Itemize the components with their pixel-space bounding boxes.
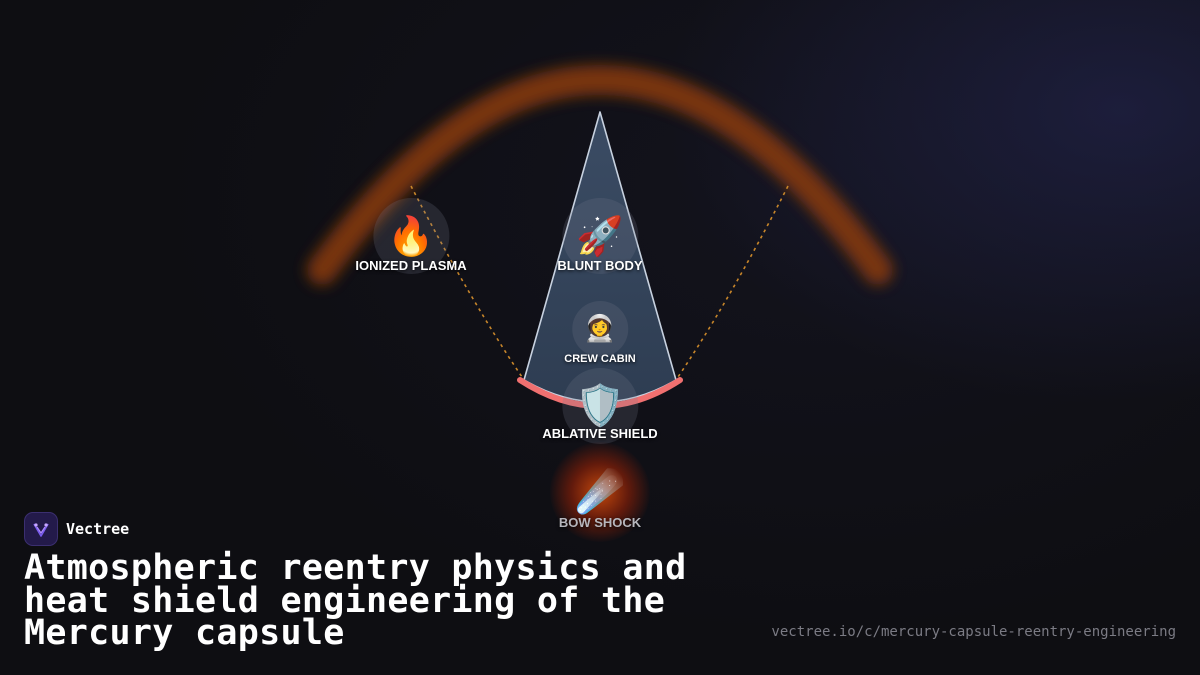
rocket-icon: 🚀 <box>576 214 624 258</box>
comet-icon: ☄️ <box>575 469 625 515</box>
ablative-shield-node: 🛡️ ABLATIVE SHIELD <box>542 368 658 444</box>
heat-shield-arc <box>517 377 683 409</box>
bow-shock-glow: ☄️ <box>550 442 650 542</box>
ionized-plasma-label: IONIZED PLASMA <box>355 258 467 273</box>
blunt-body-circle: 🚀 <box>562 198 638 274</box>
ablative-shield-label: ABLATIVE SHIELD <box>542 426 658 441</box>
page-url: vectree.io/c/mercury-capsule-reentry-eng… <box>771 624 1176 640</box>
blunt-body-node: 🚀 BLUNT BODY <box>557 198 643 274</box>
vectree-logo-icon <box>24 512 58 546</box>
blunt-body-label: BLUNT BODY <box>557 258 643 273</box>
brand: Vectree <box>24 512 129 546</box>
astronaut-icon: 👩‍🚀 <box>583 314 617 344</box>
crew-cabin-circle: 👩‍🚀 <box>572 301 628 357</box>
plasma-glow-arc <box>307 65 893 285</box>
ionized-plasma-node: 🔥 IONIZED PLASMA <box>355 198 467 274</box>
crew-cabin-label: CREW CABIN <box>564 353 636 365</box>
bow-shock-node: ☄️ BOW SHOCK <box>550 442 650 542</box>
crew-cabin-node: 👩‍🚀 CREW CABIN <box>564 301 636 365</box>
ionized-plasma-circle: 🔥 <box>372 198 449 274</box>
bow-shock-line-left <box>410 185 525 381</box>
ablative-shield-circle: 🛡️ <box>561 368 638 444</box>
page-title: Atmospheric reentry physics and heat shi… <box>24 548 687 653</box>
shield-icon: 🛡️ <box>575 383 625 429</box>
bow-shock-label: BOW SHOCK <box>558 515 642 530</box>
brand-name: Vectree <box>66 520 130 538</box>
fire-icon: 🔥 <box>387 214 435 258</box>
vectree-logo-glyph <box>33 523 49 537</box>
bow-shock-line-right <box>675 185 789 381</box>
